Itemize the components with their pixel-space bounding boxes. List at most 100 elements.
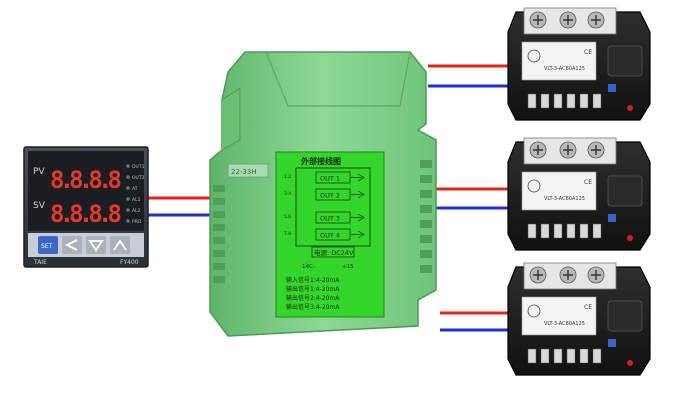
indicator-label: OUT1 xyxy=(132,164,145,170)
vent-slot xyxy=(420,160,432,168)
ssr-label-panel xyxy=(521,171,597,211)
ssr-bottom-terminal xyxy=(540,348,550,364)
shift-arrow-icon xyxy=(64,239,78,251)
ssr-relay: VLT-3-AC80A125 CE xyxy=(507,137,651,251)
shift-key[interactable] xyxy=(62,236,82,254)
ssr-ce-mark: CE xyxy=(584,304,592,311)
indicator-label: PRO xyxy=(132,219,142,225)
vent-slot xyxy=(213,237,225,244)
signal-spec: 输出信号2:4-20mA xyxy=(286,294,340,302)
down-arrow-icon xyxy=(88,240,104,252)
vent-slot xyxy=(213,276,225,283)
ssr-model: VLT-3-AC80A125 xyxy=(544,321,585,327)
pin-tag: 1.2 xyxy=(284,174,291,180)
indicator-led xyxy=(126,208,130,212)
output-label: OUT 4 xyxy=(320,232,340,240)
ssr-model: VLT-3-AC80A125 xyxy=(544,196,585,202)
pv-label: PV xyxy=(33,167,45,177)
vent-slot xyxy=(213,250,225,257)
set-key-label: SET xyxy=(41,243,53,250)
controller-model: FY400 xyxy=(120,259,139,266)
vent-slot xyxy=(420,250,432,258)
vent-slot xyxy=(213,185,225,192)
ssr-bottom-terminal xyxy=(566,223,576,239)
wiring-label xyxy=(275,151,385,318)
signal-isolator-module: 22-33H 外部接线图 OUT 1 OUT 2 OUT 3 OUT 4 1.2 3.4… xyxy=(209,51,437,337)
pv-display: 8.8.8.8 xyxy=(50,166,122,194)
ssr-bottom-terminal xyxy=(527,93,537,109)
solid-state-relays: VLT-3-AC80A125CEVLT-3-AC80A125CEVLT-3-AC… xyxy=(507,7,651,376)
sv-label: SV xyxy=(33,201,46,211)
output-arrow-icon xyxy=(350,230,365,239)
terminal-minus: 14C- xyxy=(302,264,315,270)
ssr-bottom-terminal xyxy=(527,348,537,364)
ssr-bottom-terminal xyxy=(566,93,576,109)
signal-spec: 输出信号1:4-20mA xyxy=(286,285,340,293)
vent-slot xyxy=(420,205,432,213)
ssr-bottom-terminal xyxy=(540,93,550,109)
ssr-model: VLT-3-AC80A125 xyxy=(544,66,585,72)
controller-brand: TAIE xyxy=(33,259,47,266)
ssr-trim-pot xyxy=(608,214,616,222)
vent-slot xyxy=(420,265,432,273)
sv-display: 8.8.8.8 xyxy=(50,200,122,228)
indicator-led xyxy=(126,186,130,190)
signal-spec: 输出信号3:4-20mA xyxy=(286,303,340,311)
output-label: OUT 3 xyxy=(320,215,340,223)
ssr-relay: VLT-3-AC80A125 CE xyxy=(507,262,651,376)
output-label: OUT 2 xyxy=(320,192,340,200)
down-key[interactable] xyxy=(86,236,106,254)
output-label: OUT 1 xyxy=(320,175,340,183)
pin-tag: 7.8 xyxy=(284,231,291,237)
indicator-label: AL2 xyxy=(132,208,141,214)
indicator-led xyxy=(126,197,130,201)
ssr-logo-icon xyxy=(527,304,541,318)
vent-slot xyxy=(420,190,432,198)
wiring-label-title: 外部接线图 xyxy=(301,156,341,166)
output-channels: OUT 1 OUT 2 OUT 3 OUT 4 xyxy=(315,171,365,241)
indicator-label: AT xyxy=(132,186,138,192)
ssr-bottom-terminal xyxy=(579,348,589,364)
output-arrow-icon xyxy=(350,190,365,199)
module-side-label-text: 22-33H xyxy=(231,168,257,176)
indicator-label: AL1 xyxy=(132,197,141,203)
pin-tag: 5.6 xyxy=(284,214,291,220)
ssr-bottom-terminal xyxy=(592,223,602,239)
ssr-led xyxy=(627,105,633,111)
ssr-ce-mark: CE xyxy=(584,179,592,186)
vent-slot xyxy=(420,235,432,243)
output-arrow-icon xyxy=(350,213,365,222)
pin-tags: 1.2 3.4 5.6 7.8 xyxy=(284,174,291,237)
signal-spec-list: 输入信号1:4-20mA输出信号1:4-20mA输出信号2:4-20mA输出信号… xyxy=(286,276,340,311)
ssr-bottom-terminal xyxy=(540,223,550,239)
ssr-bottom-terminal xyxy=(527,223,537,239)
pin-tag: 3.4 xyxy=(284,191,291,197)
ssr-bottom-terminal xyxy=(592,348,602,364)
indicator-led xyxy=(126,175,130,179)
ssr-logo-icon xyxy=(527,179,541,193)
ssr-trim-pot xyxy=(608,84,616,92)
ssr-bottom-terminal xyxy=(579,223,589,239)
ssr-led xyxy=(627,360,633,366)
ssr-bottom-terminal xyxy=(592,93,602,109)
module-vent-right xyxy=(420,160,432,273)
vent-slot xyxy=(213,224,225,231)
indicator-label: OUT2 xyxy=(132,175,145,181)
vent-slot xyxy=(420,220,432,228)
ssr-trim-pot xyxy=(608,339,616,347)
vent-slot xyxy=(213,263,225,270)
up-arrow-icon xyxy=(113,239,127,251)
ssr-bottom-terminal xyxy=(566,348,576,364)
ssr-bottom-terminal xyxy=(553,348,563,364)
vent-slot xyxy=(420,175,432,183)
output-arrow-icon xyxy=(350,173,365,182)
module-side-label xyxy=(227,163,269,178)
ssr-led xyxy=(627,235,633,241)
set-key[interactable]: SET xyxy=(38,236,58,254)
up-key[interactable] xyxy=(110,236,130,254)
terminal-plus: +15 xyxy=(342,264,354,270)
